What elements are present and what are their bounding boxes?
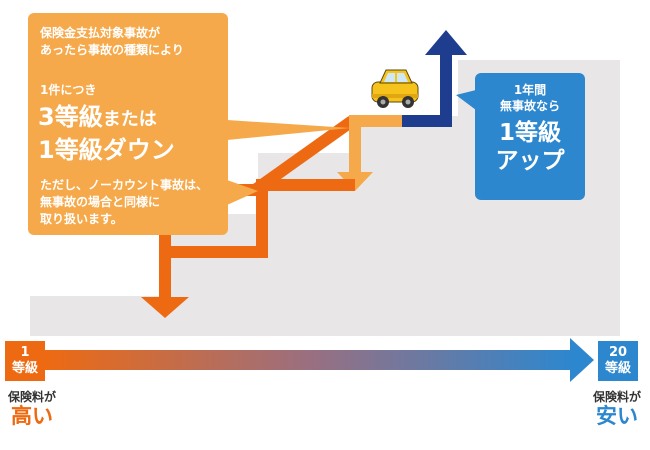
premium-high-label: 保険料が 高い <box>0 390 64 428</box>
premium-low-caption: 保険料が <box>592 390 641 404</box>
grade-1-unit: 等級 <box>11 361 38 376</box>
no-count-note-line1: ただし、ノーカウント事故は、 <box>40 178 209 192</box>
staircase-background <box>30 60 620 336</box>
grade-up-condition: 1年間 無事故なら <box>475 82 585 114</box>
right-callout-tail <box>456 90 476 110</box>
grade-20-number: 20 <box>608 345 628 360</box>
grade-20-unit: 等級 <box>604 361 631 376</box>
no-count-note-line2: 無事故の場合と同様に <box>40 195 161 209</box>
no-count-note-line3: 取り扱います。 <box>40 212 123 226</box>
premium-low-value: 安い <box>596 404 638 428</box>
grade-down-step-middle <box>159 179 355 300</box>
grade-up-amount: 1等級 アップ <box>475 119 585 175</box>
grade-1-badge: 1 等級 <box>5 341 45 381</box>
grade-down-condition-line2: あったら事故の種類により <box>40 43 184 57</box>
grade-down-amount-line2: 1等級ダウン <box>38 136 175 164</box>
grade-down-condition-line1: 保険金支払対象事故が <box>40 26 161 40</box>
car-icon <box>371 69 419 108</box>
grade-up-condition-line1: 1年間 <box>513 83 547 97</box>
grade-down-amount-line1: 3等級または <box>38 104 157 133</box>
per-accident-label: 1件につき <box>40 83 97 97</box>
grade-up-arrow-path <box>402 52 452 127</box>
premium-scale-bar <box>45 350 573 370</box>
grade-up-callout: 1年間 無事故なら 1等級 アップ <box>475 73 585 200</box>
premium-scale-arrowhead <box>570 338 594 382</box>
grade-up-arrowhead <box>425 30 467 55</box>
grade-down-or: または <box>102 109 157 130</box>
no-count-note: ただし、ノーカウント事故は、 無事故の場合と同様に 取り扱います。 <box>40 177 230 228</box>
grade-up-amount-line2: アップ <box>495 148 565 174</box>
grade-1-number: 1 <box>20 345 30 360</box>
grade-down-step-upper <box>349 115 402 174</box>
grade-down-three: 3等級 <box>38 103 103 131</box>
grade-down-condition: 保険金支払対象事故が あったら事故の種類により <box>40 25 230 59</box>
grade-up-condition-line2: 無事故なら <box>499 99 560 113</box>
premium-low-label: 保険料が 安い <box>585 390 649 428</box>
grade-down-arrowhead-lower <box>141 297 189 318</box>
left-callout-tail-lower <box>227 180 258 205</box>
left-callout-tail-upper <box>227 120 350 140</box>
grade-20-badge: 20 等級 <box>598 341 638 381</box>
grade-down-callout: 保険金支払対象事故が あったら事故の種類により 1件につき 3等級または 1等級… <box>28 13 228 235</box>
grade-up-amount-line1: 1等級 <box>498 120 561 146</box>
premium-high-value: 高い <box>11 404 53 428</box>
premium-high-caption: 保険料が <box>7 390 56 404</box>
